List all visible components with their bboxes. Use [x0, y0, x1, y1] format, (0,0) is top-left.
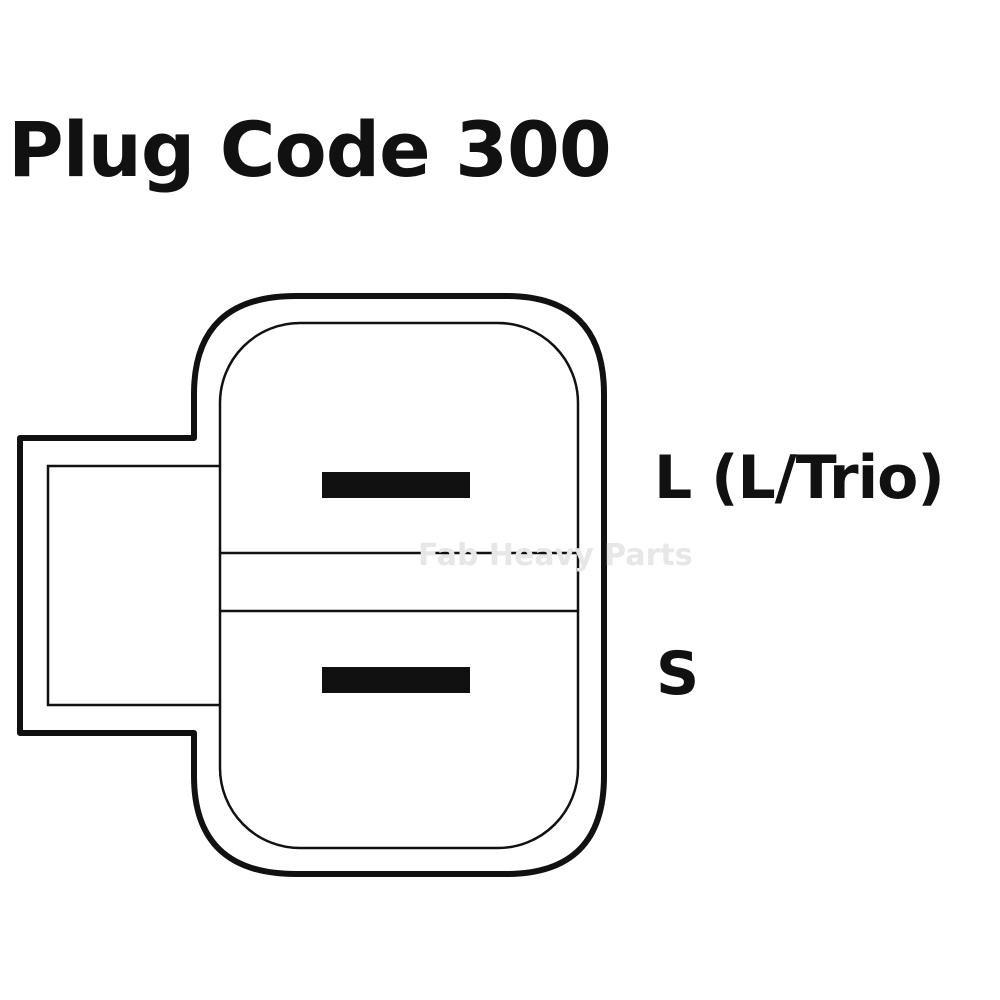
connector-inner-face	[218, 321, 580, 850]
terminal-blade-top	[322, 472, 470, 498]
pin-label-l: L (L/Trio)	[654, 443, 945, 513]
watermark-text: Fab Heavy Parts	[418, 538, 693, 573]
terminal-blade-bottom	[322, 667, 470, 693]
connector-outer-housing	[17, 293, 607, 877]
pin-label-s: S	[656, 639, 700, 709]
diagram-title: Plug Code 300	[8, 105, 612, 194]
connector-side-tab-inner	[46, 464, 220, 707]
